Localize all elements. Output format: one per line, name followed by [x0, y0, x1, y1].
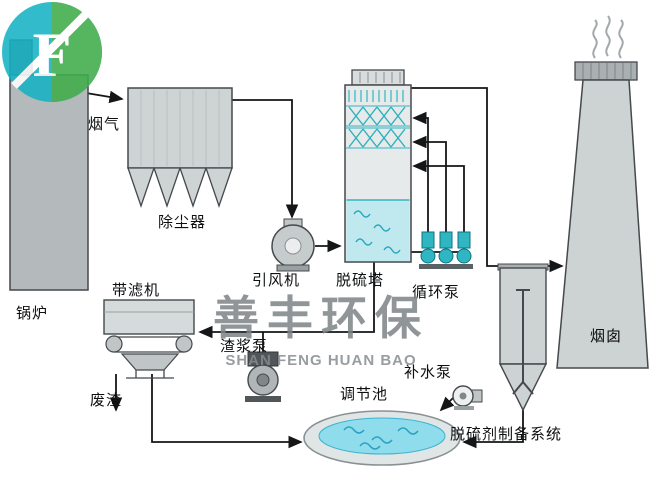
pipe-hopper-to-pool	[462, 410, 524, 449]
chimney-crown	[574, 61, 638, 81]
belt-lines	[114, 336, 184, 353]
pump3-casing	[456, 248, 472, 264]
pipes	[85, 87, 564, 449]
tower-slurry-waves	[353, 210, 401, 254]
tower-slat-band	[348, 90, 404, 102]
label-boiler: 锅炉	[16, 305, 49, 322]
pool-waves	[343, 426, 419, 450]
tower-packing-row-2	[348, 128, 406, 148]
tower-packing-row-1	[348, 106, 406, 126]
boiler-top-block	[9, 39, 33, 77]
boiler	[9, 39, 89, 291]
label-id-fan: 引风机	[252, 272, 301, 289]
label-desulfurizer-system: 脱硫剂制备系统	[450, 426, 563, 443]
pipe-tower-drain	[198, 262, 375, 339]
pump1-casing	[420, 248, 436, 264]
pipe-riser-3	[412, 159, 465, 232]
pump3-motor	[457, 231, 471, 249]
slurry-pump-base	[245, 396, 281, 402]
pipe-dust-to-fan	[232, 99, 299, 219]
belt-filter-legs	[126, 370, 174, 379]
tower-slurry-pool	[346, 200, 410, 261]
dust-hopper-4	[205, 167, 233, 209]
tower-packing-bounds	[346, 105, 410, 149]
belt-roller-right	[175, 335, 193, 353]
label-circulation-pump: 循环泵	[412, 284, 461, 301]
chimney	[556, 15, 649, 369]
desulfurizer-hopper	[497, 263, 549, 412]
pipe-riser-2	[412, 135, 447, 232]
label-waste-residue: 废渣	[90, 392, 123, 409]
dust-collector	[127, 87, 233, 209]
slurry-pump-hub	[256, 373, 270, 387]
pump1-motor	[421, 231, 435, 249]
pump2-motor	[439, 231, 453, 249]
dust-hopper-1	[127, 167, 155, 209]
regulating-pool	[303, 410, 461, 466]
pool-water	[318, 417, 446, 455]
pipe-makeup-discharge	[439, 396, 455, 412]
fgd-tower	[344, 69, 412, 263]
pipe-boiler-to-dust	[85, 90, 124, 104]
label-slurry-pump: 渣浆泵	[220, 338, 269, 355]
pump1-base	[419, 264, 437, 269]
makeup-pump-base	[454, 406, 474, 410]
pump2-base	[437, 264, 455, 269]
steam-lines	[592, 15, 624, 59]
label-makeup-water-pump: 补水泵	[404, 364, 453, 381]
makeup-water-pump	[452, 385, 483, 410]
circulation-pump-2	[437, 231, 455, 269]
label-belt-filter: 带滤机	[112, 282, 161, 299]
pump2-casing	[438, 248, 454, 264]
chimney-body	[556, 79, 649, 369]
circulation-pumps	[419, 231, 473, 269]
circulation-pump-3	[455, 231, 473, 269]
fan-hub	[284, 237, 302, 255]
slurry-pump	[245, 351, 281, 402]
pipe-filtrate-to-pool	[151, 374, 303, 449]
pipe-riser-1	[412, 111, 429, 232]
circulation-pump-1	[419, 231, 437, 269]
dust-collector-bag-lines	[140, 90, 220, 166]
makeup-pump-hub	[459, 392, 467, 400]
belt-roller-left	[105, 335, 123, 353]
label-regulating-tank: 调节池	[340, 386, 389, 403]
id-fan	[271, 218, 315, 272]
belt-filter	[103, 299, 195, 379]
dust-hopper-3	[179, 167, 207, 209]
belt-filter-tray	[120, 353, 180, 371]
boiler-body	[9, 74, 89, 291]
dust-hopper-2	[153, 167, 181, 209]
belt-filter-housing	[103, 299, 195, 335]
label-chimney: 烟囱	[590, 328, 623, 345]
label-dust-collector: 除尘器	[158, 214, 207, 231]
label-flue-gas: 烟气	[88, 116, 121, 133]
label-fgd-tower: 脱硫塔	[336, 272, 385, 289]
hopper-agitator	[512, 289, 534, 395]
chimney-crown-ticks	[582, 63, 632, 79]
tower-cap-ticks	[359, 72, 401, 83]
fan-base	[276, 264, 310, 272]
pump3-base	[455, 264, 473, 269]
